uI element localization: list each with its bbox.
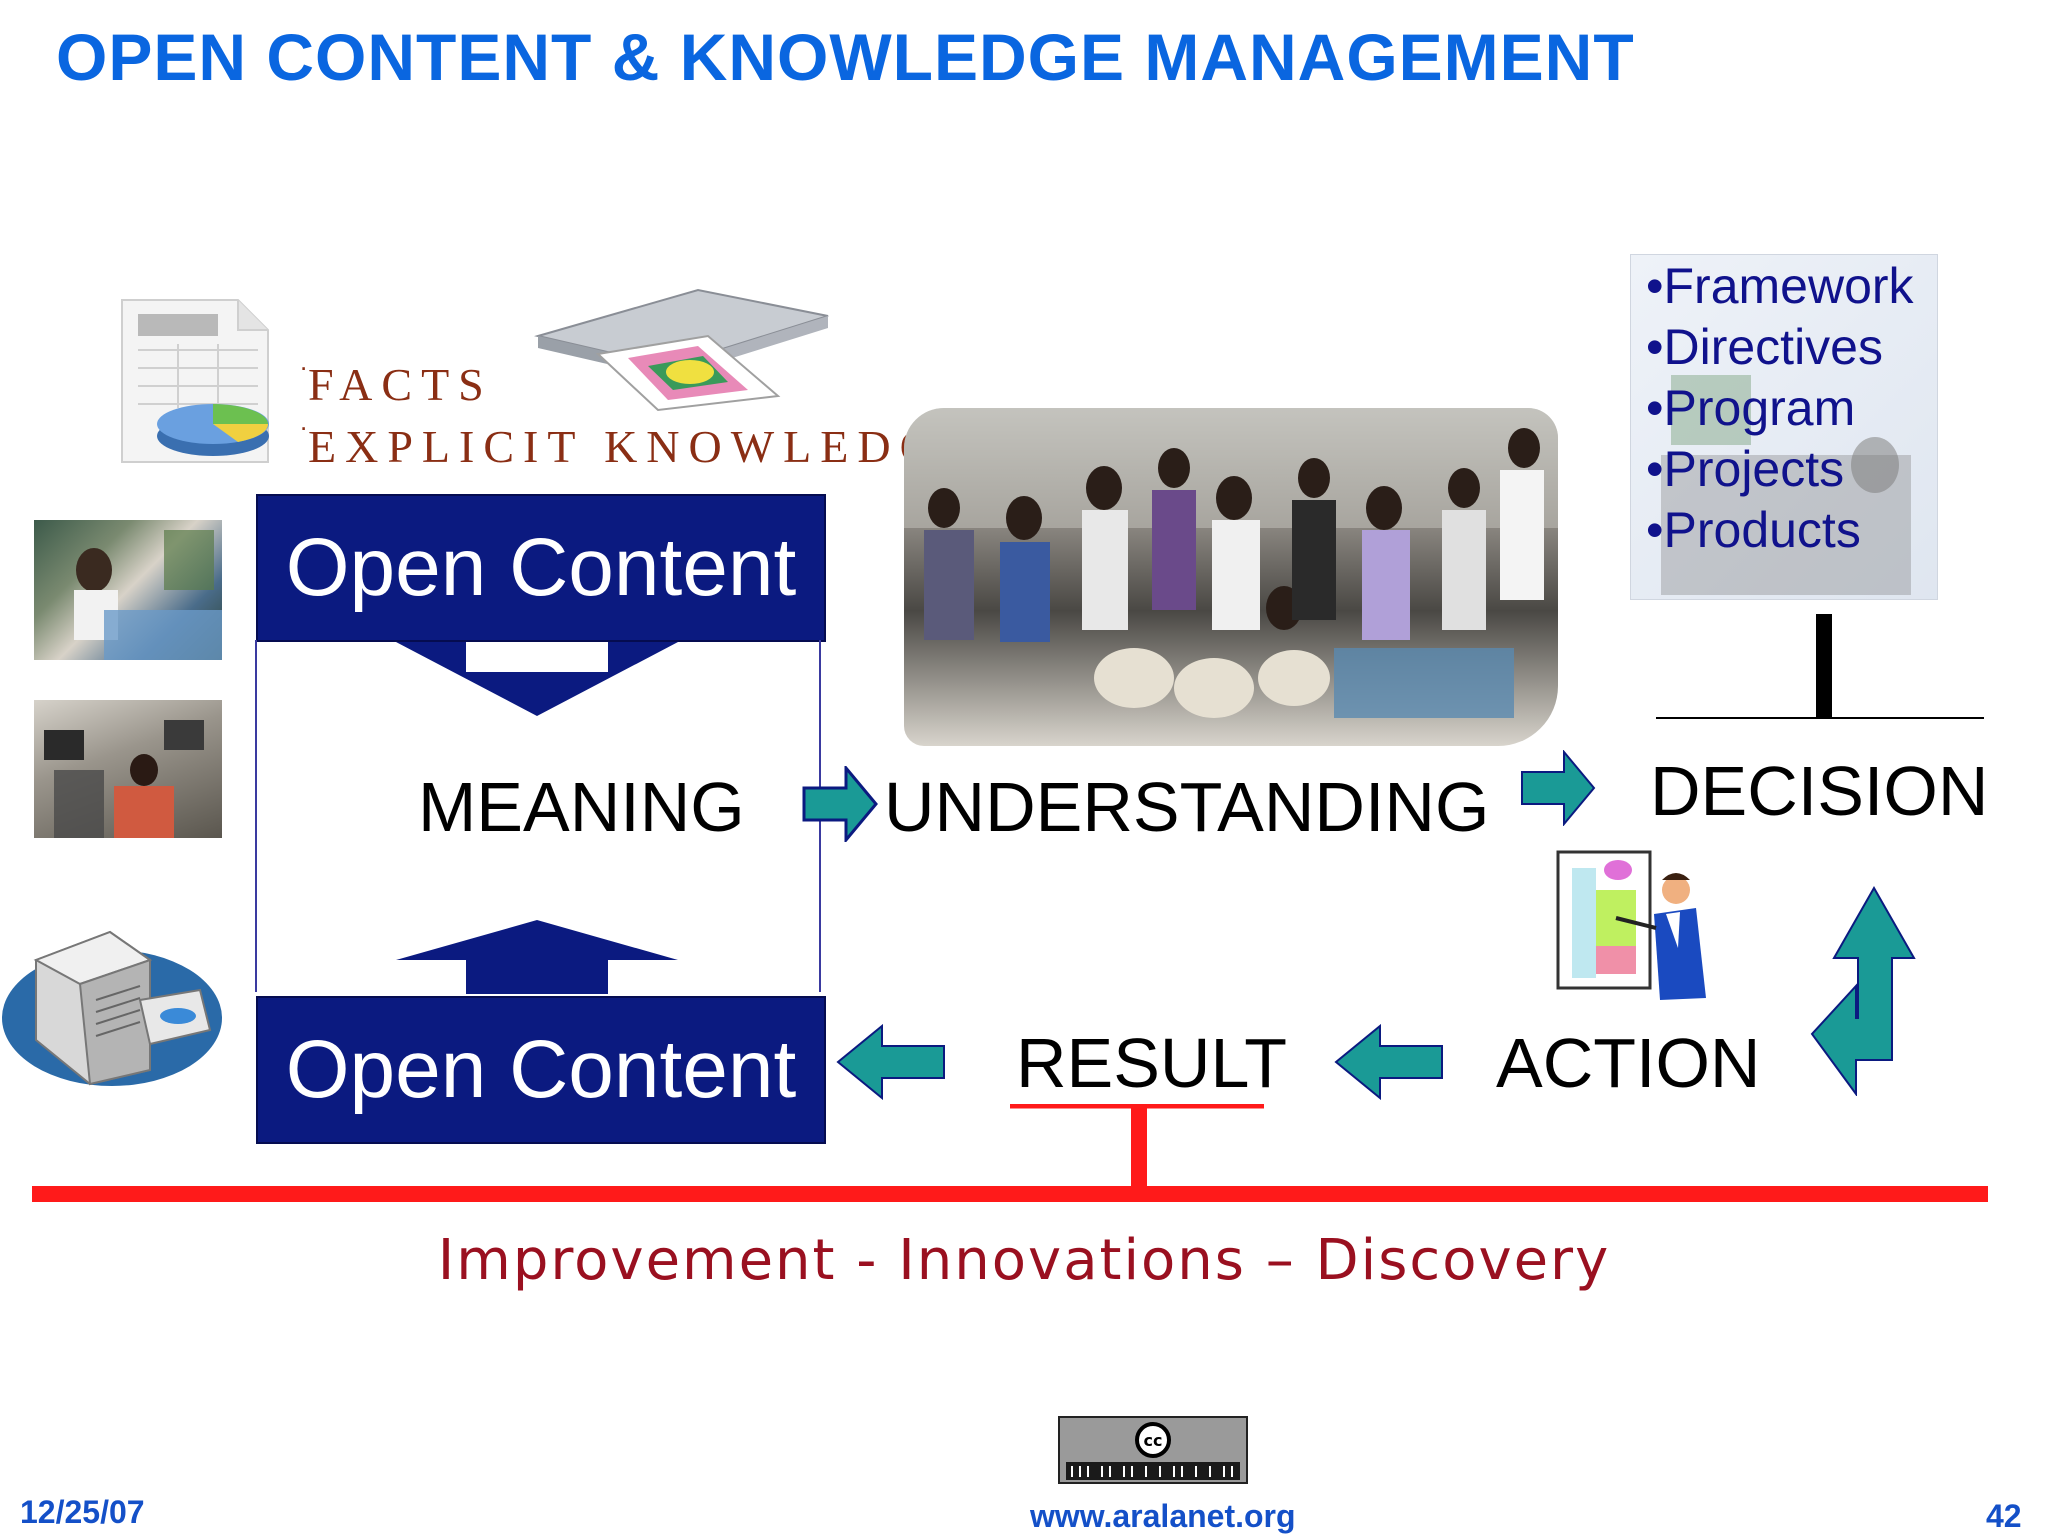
- red-bar: [32, 1104, 1988, 1202]
- decision-connector: [1656, 614, 1984, 719]
- improvement-text: Improvement - Innovations – Discovery: [437, 1228, 1611, 1293]
- result-label: RESULT: [1016, 1024, 1287, 1102]
- facts-label: FACTS: [308, 359, 493, 410]
- open-content-top-box: Open Content: [256, 494, 826, 642]
- down-arrow: [396, 642, 678, 716]
- arrow-understanding-to-decision: [1521, 750, 1596, 826]
- page-title: OPEN CONTENT & KNOWLEDGE MANAGEMENT: [56, 20, 1635, 94]
- arrow-action-to-result: [1334, 1024, 1443, 1100]
- meaning-label: MEANING: [418, 768, 745, 846]
- up-arrow: [396, 920, 678, 994]
- cc-license-badge: cc: [1058, 1416, 1248, 1484]
- scanner-icon: [534, 288, 829, 412]
- arrow-meaning-to-understanding: [802, 766, 878, 842]
- decision-label: DECISION: [1650, 752, 1989, 830]
- understanding-label: UNDERSTANDING: [884, 768, 1490, 846]
- arrow-action-to-decision: [1810, 886, 1916, 1096]
- footer-url[interactable]: www.aralanet.org: [1030, 1498, 1296, 1534]
- printer-icon: [2, 930, 222, 1086]
- presenter-icon: [1556, 850, 1706, 1000]
- action-label: ACTION: [1496, 1024, 1761, 1102]
- decision-item: •Directives: [1646, 319, 1883, 375]
- decision-item: •Projects: [1646, 441, 1845, 497]
- svg-text:cc: cc: [1144, 1431, 1163, 1450]
- decision-panel: [1630, 254, 1938, 600]
- photo-person-working: [34, 520, 222, 660]
- open-content-bottom-box: Open Content: [256, 996, 826, 1144]
- decision-item: •Products: [1646, 502, 1861, 558]
- footer-date: 12/25/07: [20, 1494, 145, 1530]
- spreadsheet-chart-icon: [121, 299, 269, 463]
- decision-item: •Program: [1646, 380, 1856, 436]
- explicit-knowledge-label: EXPLICIT KNOWLEDGE: [308, 421, 979, 472]
- page-number: 42: [1986, 1498, 2022, 1534]
- decision-item: •Framework: [1646, 258, 1914, 314]
- decision-items-list: •Framework •Directives •Program •Project…: [1646, 256, 1914, 561]
- photo-group-meeting: [904, 408, 1558, 746]
- arrow-result-to-open-content: [836, 1024, 945, 1100]
- photo-computer-lab: [34, 700, 222, 838]
